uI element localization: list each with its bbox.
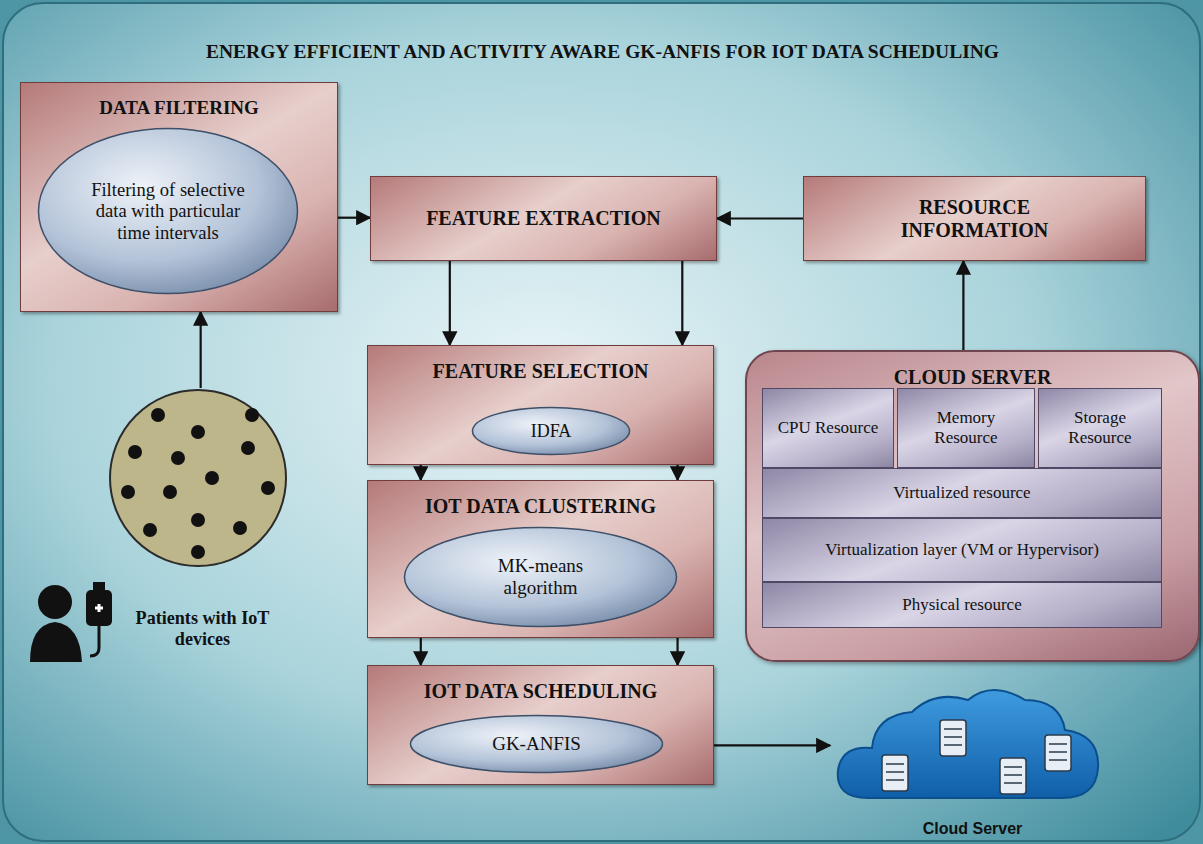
process-box: FEATURE SELECTION IDFA xyxy=(367,345,714,465)
flow-arrow xyxy=(200,312,202,388)
node-label: Filtering of selective data with particu… xyxy=(81,179,256,243)
node-label: Storage Resource xyxy=(1047,408,1153,447)
device-circle xyxy=(110,390,286,566)
node-heading: IOT DATA CLUSTERING xyxy=(368,495,713,518)
flow-arrow xyxy=(962,261,964,350)
resource-box: Memory Resource xyxy=(897,388,1035,468)
layer-band: Virtualized resource xyxy=(762,468,1162,518)
cloud-illustration xyxy=(838,690,1098,798)
flow-arrow xyxy=(676,638,678,665)
node-label: GK-ANFIS xyxy=(492,733,581,755)
process-box: FEATURE EXTRACTION xyxy=(370,176,717,261)
flow-arrow xyxy=(714,744,830,746)
node-label: Virtualized resource xyxy=(893,483,1030,503)
cloud-server: Cloud Server xyxy=(830,695,1115,838)
diagram-title: ENERGY EFFICIENT AND ACTIVITY AWARE GK-A… xyxy=(20,41,1185,63)
resource-box: Storage Resource xyxy=(1038,388,1162,468)
node-label: Virtualization layer (VM or Hypervisor) xyxy=(825,540,1099,560)
method-ellipse: GK-ANFIS xyxy=(409,714,664,774)
process-box: DATA FILTERING Filtering of selective dat… xyxy=(20,82,338,312)
resource-box: CPU Resource xyxy=(762,388,894,468)
node-heading: IOT DATA SCHEDULING xyxy=(368,680,713,703)
flow-arrow xyxy=(338,217,370,219)
node-heading: CLOUD SERVER xyxy=(747,366,1198,389)
node-label: CPU Resource xyxy=(778,418,879,438)
node-label: Patients with IoT devices xyxy=(113,608,293,650)
layer-band: Physical resource xyxy=(762,582,1162,628)
node-label: FEATURE EXTRACTION xyxy=(426,207,661,230)
process-box: IOT DATA SCHEDULING GK-ANFIS xyxy=(367,665,714,785)
node-label: Cloud Server xyxy=(923,820,1023,838)
flow-arrow xyxy=(420,638,422,665)
node-label: Physical resource xyxy=(902,595,1021,615)
node-heading: DATA FILTERING xyxy=(21,97,337,119)
node-label: RESOURCE INFORMATION xyxy=(845,196,1105,242)
flow-arrow xyxy=(449,261,451,345)
flow-arrow xyxy=(681,261,683,345)
node-heading: FEATURE SELECTION xyxy=(368,360,713,383)
node-label: Memory Resource xyxy=(906,408,1026,447)
layer-band: Virtualization layer (VM or Hypervisor) xyxy=(762,518,1162,582)
node-label: MK-means algorithm xyxy=(466,555,616,599)
flow-arrow xyxy=(717,217,803,219)
method-ellipse: MK-means algorithm xyxy=(403,526,678,628)
patient-group: Patients with IoT devices xyxy=(110,388,295,650)
flow-arrow xyxy=(676,465,678,480)
process-box: IOT DATA CLUSTERING MK-means algorithm xyxy=(367,480,714,638)
process-ellipse: Filtering of selective data with particu… xyxy=(37,127,299,295)
process-box: RESOURCE INFORMATION xyxy=(803,176,1146,261)
server-panel: CLOUD SERVER CPU Resource Memory Resource S… xyxy=(745,350,1200,662)
method-ellipse: IDFA xyxy=(471,406,631,456)
patient-icon xyxy=(30,582,112,662)
node-label: IDFA xyxy=(531,421,572,442)
flow-arrow xyxy=(420,465,422,480)
